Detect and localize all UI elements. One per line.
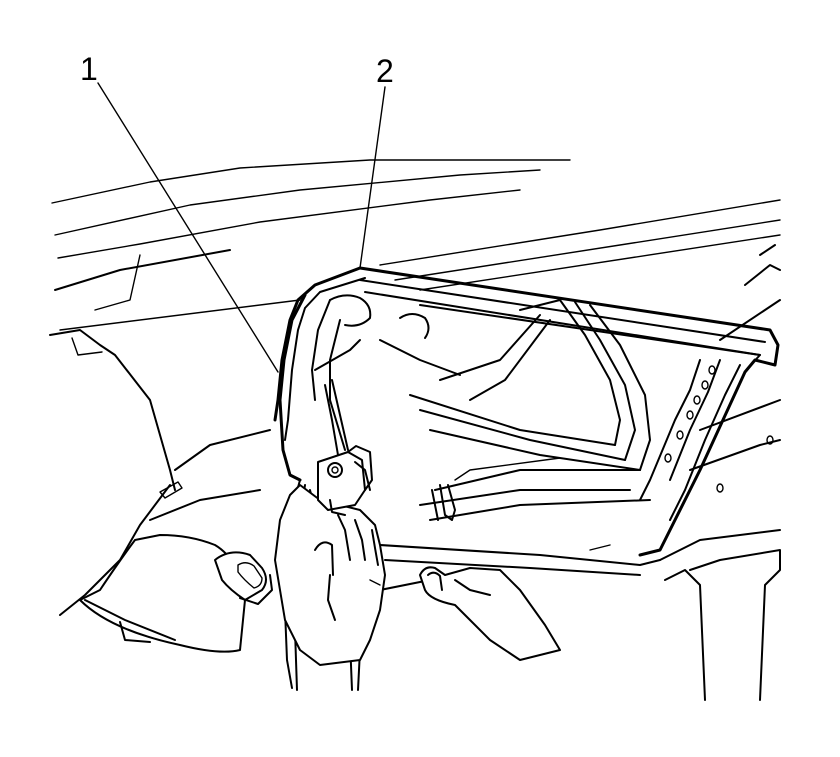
callout-2-leader: [359, 86, 386, 269]
callout-1-label: 1: [80, 51, 98, 87]
glass-panels: [379, 299, 651, 521]
callout-2-label: 2: [376, 53, 394, 89]
seat-headrest: [79, 534, 273, 653]
connector-module: [317, 379, 373, 516]
hand-left: [274, 484, 386, 666]
hand-right: [419, 566, 561, 661]
callout-1-leader: [97, 82, 279, 373]
roof-lines: [51, 159, 781, 331]
callout-leaders: [97, 82, 386, 373]
right-body-panels: [659, 244, 781, 701]
